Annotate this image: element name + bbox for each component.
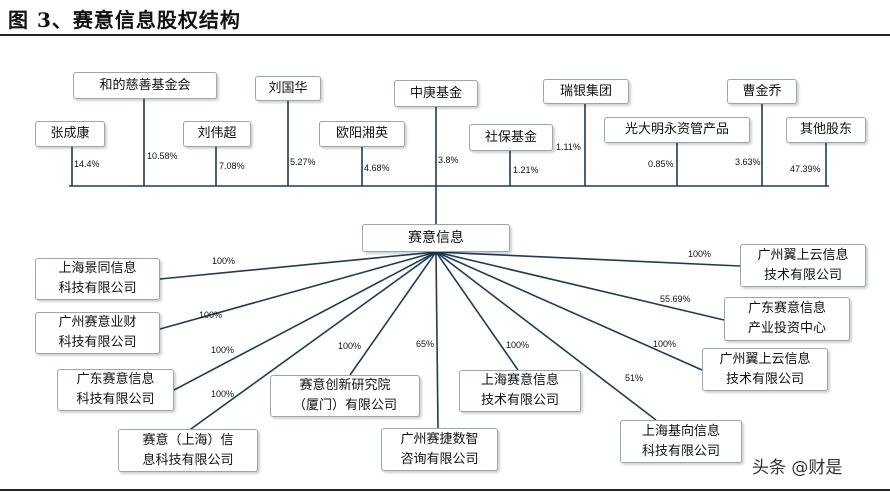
bottom-rule bbox=[0, 489, 890, 491]
subsidiary-pct-3: 100% bbox=[211, 345, 235, 355]
subsidiary-pct-7: 100% bbox=[506, 340, 530, 350]
shareholder-box-2: 和的慈善基金会 bbox=[73, 72, 217, 99]
shareholder-pct-7: 1.21% bbox=[513, 165, 539, 175]
subsidiary-box-1: 上海景同信息 科技有限公司 bbox=[35, 258, 160, 300]
top-rule bbox=[0, 34, 890, 36]
shareholder-pct-2: 10.58% bbox=[147, 151, 178, 161]
subsidiary-pct-11: 100% bbox=[653, 339, 677, 349]
subsidiary-box-8: 上海基向信息 科技有限公司 bbox=[620, 420, 742, 463]
shareholder-pct-11: 47.39% bbox=[790, 164, 821, 174]
watermark-text: 头条 @财是 bbox=[752, 458, 843, 478]
shareholder-box-9: 光大明永资管产品 bbox=[604, 117, 750, 143]
subsidiary-pct-10: 55.69% bbox=[660, 294, 691, 304]
shareholder-box-1: 张成康 bbox=[35, 121, 105, 147]
shareholder-box-10: 曹金乔 bbox=[727, 79, 797, 104]
subsidiary-box-5: 赛意创新研究院 （厦门）有限公司 bbox=[270, 375, 420, 417]
shareholder-box-7: 社保基金 bbox=[469, 124, 553, 151]
shareholder-pct-1: 14.4% bbox=[74, 159, 100, 169]
shareholder-box-5: 欧阳湘英 bbox=[319, 121, 405, 147]
subsidiary-box-6: 广州赛捷数智 咨询有限公司 bbox=[381, 428, 498, 471]
subsidiary-box-9: 广州翼上云信息 技术有限公司 bbox=[740, 244, 866, 287]
shareholder-box-11: 其他股东 bbox=[786, 117, 866, 143]
shareholder-box-6: 中庚基金 bbox=[394, 80, 478, 107]
shareholder-box-3: 刘伟超 bbox=[183, 121, 251, 147]
subsidiary-pct-6: 65% bbox=[416, 339, 435, 349]
subsidiary-box-10: 广东赛意信息 产业投资中心 bbox=[724, 297, 850, 341]
subsidiary-pct-5: 100% bbox=[338, 341, 362, 351]
shareholder-pct-8: 1.11% bbox=[556, 142, 581, 152]
shareholder-pct-9: 0.85% bbox=[648, 159, 674, 169]
center-company-box: 赛意信息 bbox=[362, 224, 510, 252]
shareholder-box-4: 刘国华 bbox=[255, 76, 321, 101]
subsidiary-pct-4: 100% bbox=[211, 389, 235, 399]
subsidiary-pct-8: 51% bbox=[625, 373, 644, 383]
subsidiary-pct-1: 100% bbox=[212, 256, 236, 266]
subsidiary-box-2: 广州赛意业财 科技有限公司 bbox=[35, 312, 160, 354]
shareholder-pct-10: 3.63% bbox=[735, 157, 761, 167]
subsidiary-box-7: 上海赛意信息 技术有限公司 bbox=[459, 370, 581, 412]
subsidiary-pct-2: 100% bbox=[199, 310, 223, 320]
shareholder-box-8: 瑞银集团 bbox=[543, 79, 629, 104]
subsidiary-box-4: 赛意（上海）信 息科技有限公司 bbox=[118, 429, 258, 472]
figure-title: 图 3、赛意信息股权结构 bbox=[8, 8, 241, 32]
subsidiary-box-3: 广东赛意信息 科技有限公司 bbox=[57, 369, 174, 411]
subsidiary-box-11: 广州翼上云信息 技术有限公司 bbox=[702, 348, 828, 391]
subsidiary-pct-9: 100% bbox=[688, 249, 712, 259]
shareholder-pct-6: 3.8% bbox=[438, 155, 459, 165]
shareholder-pct-4: 5.27% bbox=[290, 157, 316, 167]
shareholder-pct-3: 7.08% bbox=[219, 161, 245, 171]
shareholder-pct-5: 4.68% bbox=[364, 163, 390, 173]
